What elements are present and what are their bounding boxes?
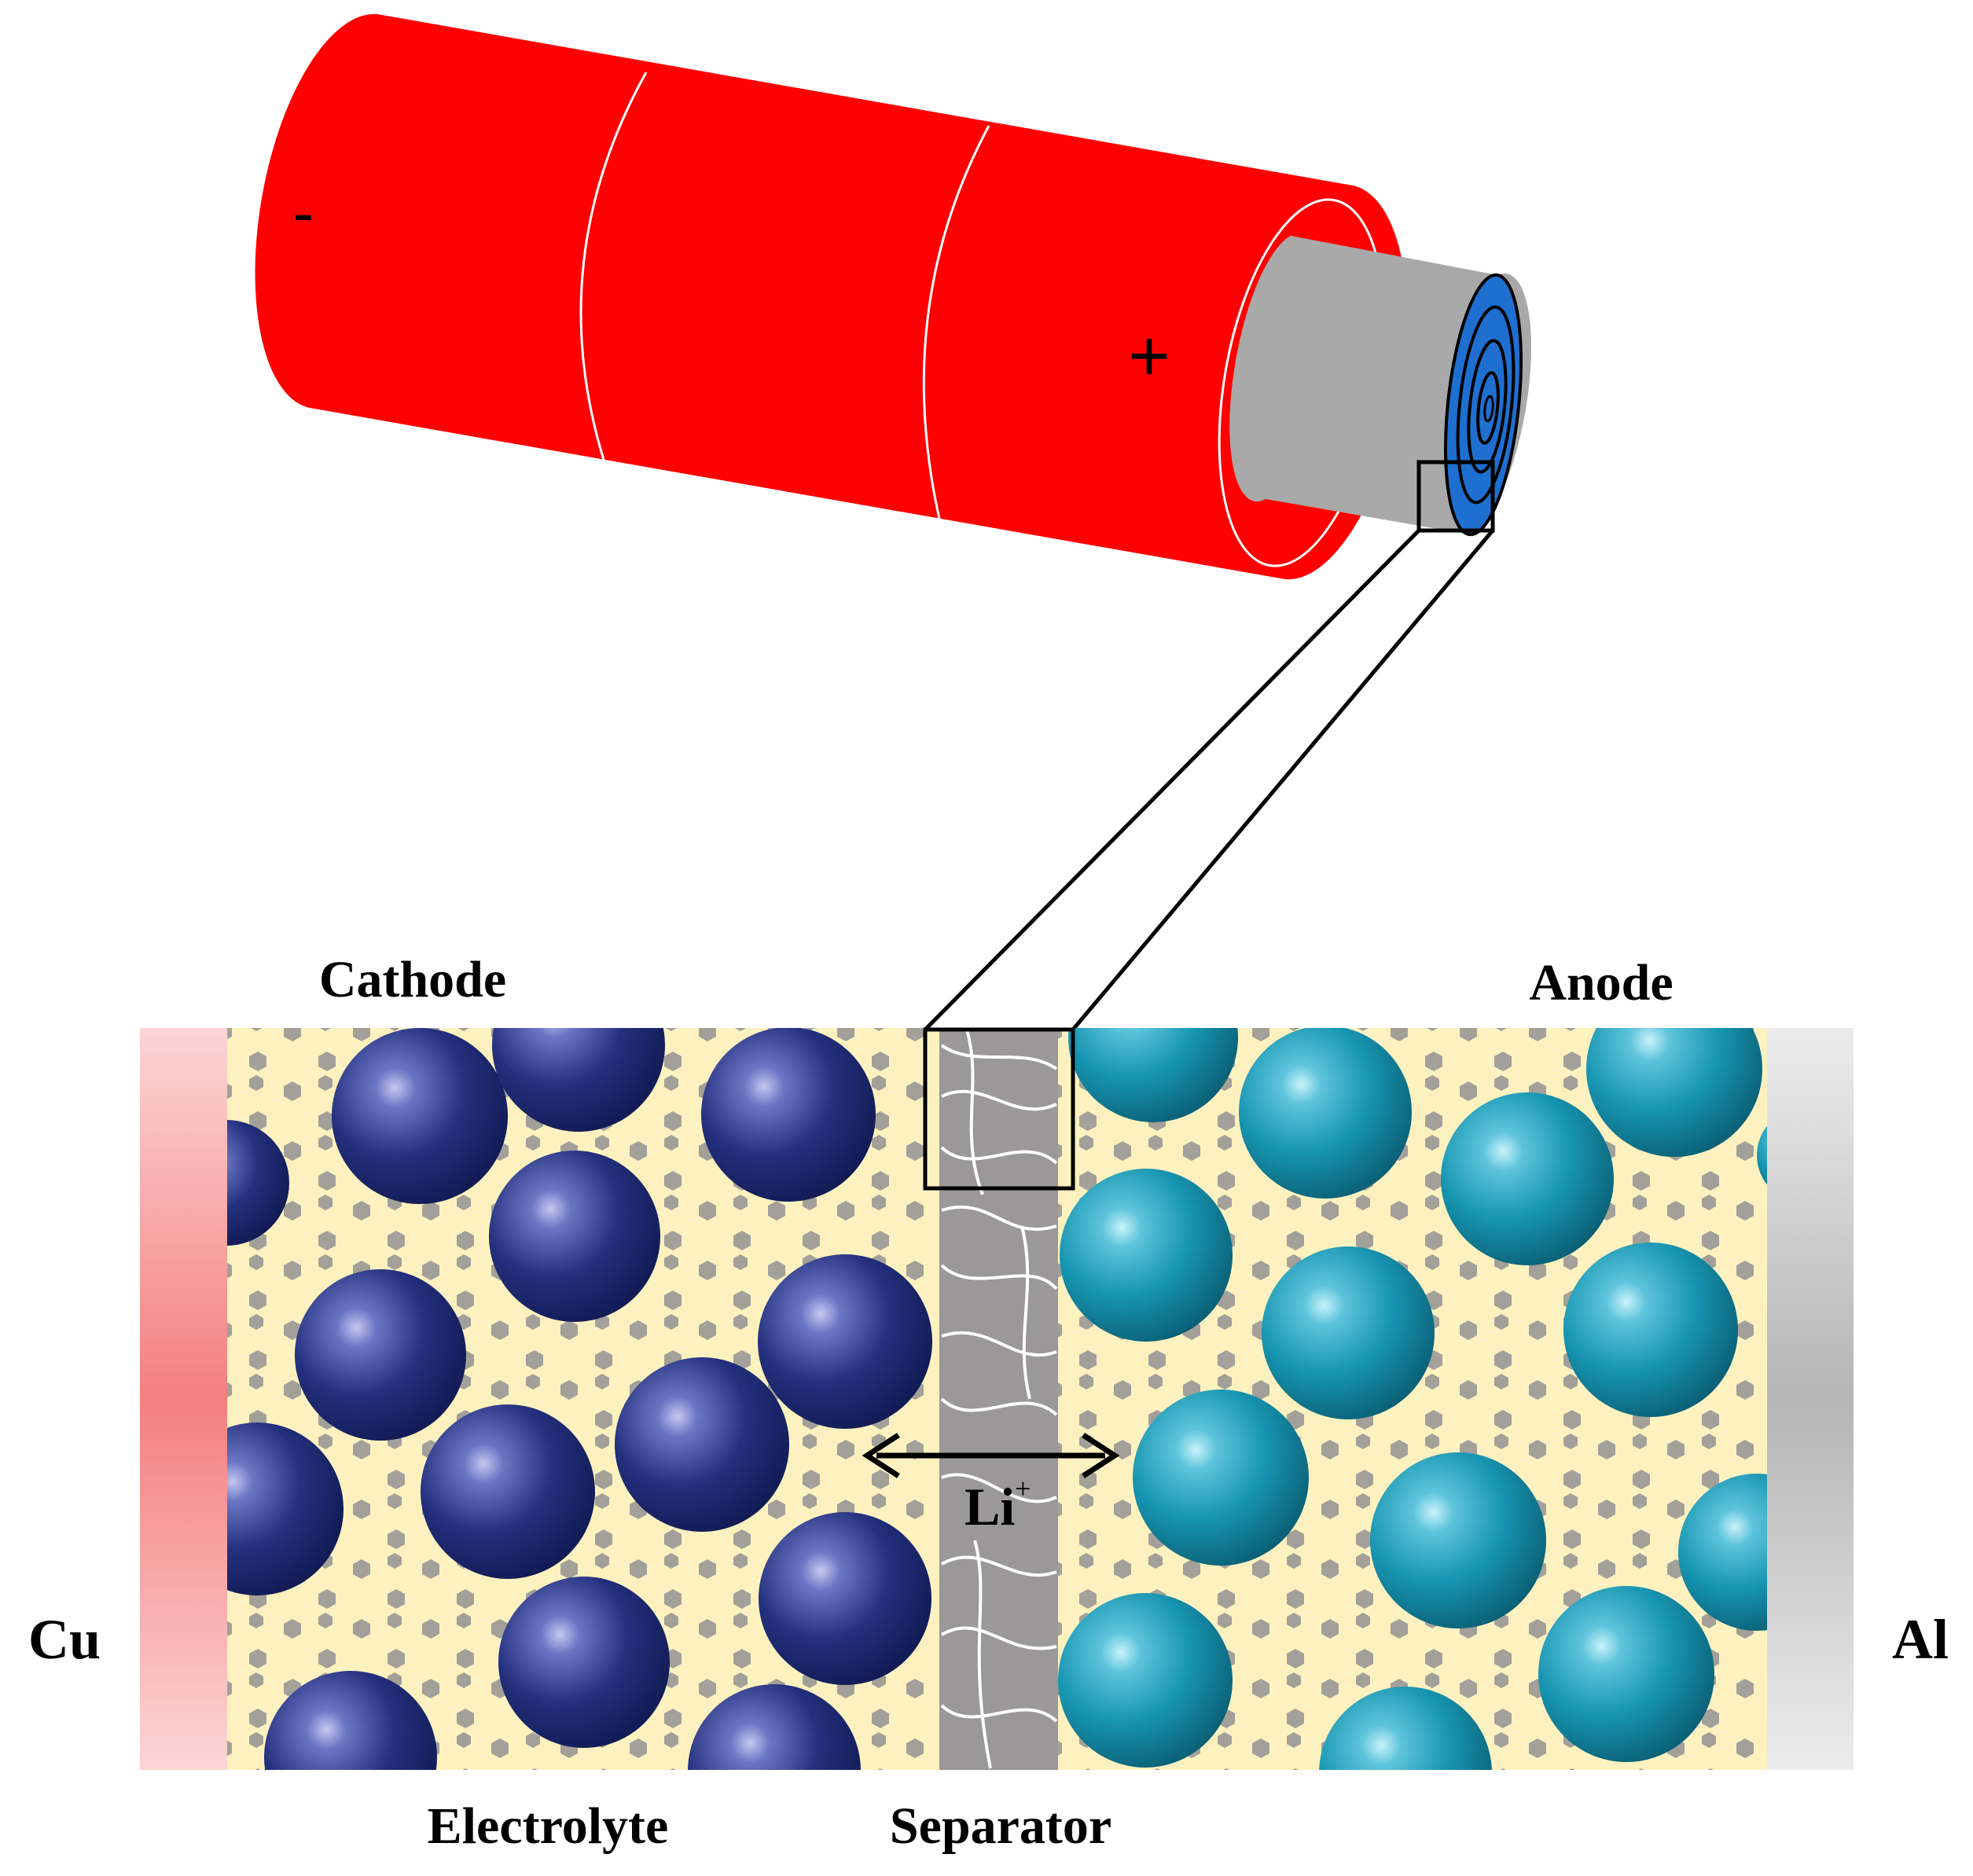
zoom-line-left: [924, 529, 1420, 1031]
anode-label: Anode: [1529, 954, 1673, 1011]
anode-particle: [1060, 1169, 1233, 1342]
anode-particle: [1058, 1593, 1233, 1768]
cathode-particle: [498, 1577, 670, 1748]
jelly-roll-layer: [1467, 339, 1508, 474]
cathode-particle: [227, 1423, 344, 1595]
aluminum-current-collector: [1767, 1028, 1854, 1770]
battery-casing: [255, 13, 1408, 580]
anode-particle: [1563, 1243, 1738, 1417]
jelly-roll-end: [1444, 273, 1523, 537]
cell-cross-section: Li+: [140, 1027, 1854, 1770]
separator-zoom-box: [923, 1027, 1075, 1191]
anode-particle: [1757, 1125, 1767, 1185]
anode-particle: [1586, 1028, 1762, 1157]
cathode-particle: [421, 1404, 595, 1579]
electrolyte-label: Electrolyte: [428, 1797, 669, 1855]
copper-label: Cu: [28, 1608, 101, 1671]
casing-seam-2: [922, 125, 990, 519]
jelly-roll-layer: [1456, 305, 1516, 505]
anode-particle: [1370, 1452, 1546, 1628]
separator-pores: [940, 1029, 1058, 1769]
jelly-roll-layer: [1476, 371, 1500, 445]
anode-particle: [1068, 1028, 1238, 1122]
cathode-particle: [227, 1120, 289, 1246]
anode-particle: [1678, 1474, 1767, 1631]
anode-particle: [1133, 1390, 1309, 1566]
cathode-particle: [688, 1684, 861, 1770]
anode-particle: [1441, 1092, 1614, 1265]
cathode-particle: [492, 1028, 665, 1132]
separator: [923, 1027, 1075, 1770]
separator-membrane: [939, 1028, 1058, 1770]
lithium-ion-label: Li+: [964, 1473, 1031, 1536]
anode-particle: [1538, 1586, 1714, 1762]
li-ion-double-arrow: [862, 1433, 1120, 1478]
cathode-particle: [489, 1151, 660, 1322]
copper-current-collector: [140, 1028, 227, 1770]
ion-arrow-left-head: [862, 1433, 900, 1478]
negative-terminal-symbol: -: [293, 178, 314, 248]
zoom-source-box: [1416, 460, 1495, 533]
zoom-callout: [924, 460, 1495, 1031]
cathode-particle: [758, 1254, 932, 1429]
cathode-particle: [615, 1357, 789, 1532]
battery: - +: [255, 13, 1531, 580]
anode-particle: [1239, 1028, 1412, 1199]
cathode-particle: [759, 1512, 931, 1685]
cathode-layer: [227, 1028, 932, 1770]
cathode-particle: [295, 1269, 466, 1441]
anode-particle: [1319, 1687, 1492, 1770]
positive-terminal-symbol: +: [1128, 316, 1170, 396]
cathode-label: Cathode: [319, 951, 506, 1008]
anode-layer: [1058, 1028, 1767, 1770]
aluminum-label: Al: [1892, 1608, 1949, 1671]
separator-label: Separator: [890, 1797, 1111, 1855]
casing-seam-1: [579, 72, 648, 461]
cathode-particle: [264, 1671, 437, 1770]
anode-particle: [1262, 1246, 1435, 1419]
cathode-particle: [701, 1028, 876, 1202]
ion-arrow-right-head: [1082, 1433, 1120, 1478]
zoom-line-right: [1071, 529, 1494, 1031]
jelly-roll-center: [1483, 395, 1494, 423]
cathode-particle: [332, 1028, 508, 1204]
